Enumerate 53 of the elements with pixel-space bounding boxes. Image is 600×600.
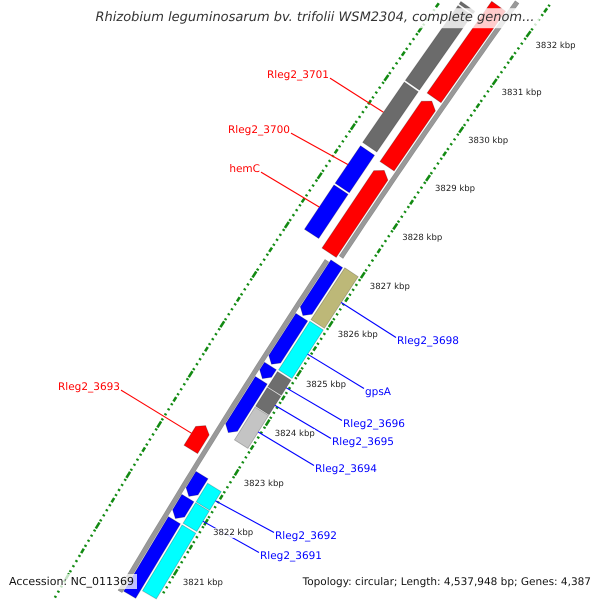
leader-line [340, 302, 396, 338]
leader-line [215, 500, 274, 533]
leader-line [274, 404, 332, 439]
scale-label: 3828 kbp [402, 232, 442, 243]
scale-label: 3829 kbp [435, 184, 476, 195]
gene-block [268, 312, 308, 365]
gene-label: Rleg2_3696 [343, 418, 405, 430]
gene-block [186, 470, 209, 497]
scale-label: 3823 kbp [244, 478, 284, 489]
gene-block [196, 482, 222, 511]
scale-label: 3822 kbp [213, 528, 254, 538]
scale-label: 3821 kbp [182, 578, 223, 588]
scale-label: 3826 kbp [338, 330, 378, 341]
gene-label: Rleg2_3693 [58, 380, 120, 394]
scale-label: 3825 kbp [306, 380, 346, 390]
gene-label: Rleg2_3700 [228, 124, 290, 136]
gene-block [267, 371, 292, 396]
gene-block [182, 502, 210, 532]
scale-label: 3832 kbp [536, 40, 576, 51]
gene-label: Rleg2_3692 [275, 530, 337, 542]
gene-block [321, 170, 388, 258]
gene-label: Rleg2_3691 [260, 550, 322, 562]
gene-block [278, 320, 324, 380]
leader-line [120, 390, 192, 434]
gene-block [255, 387, 282, 416]
gene-label: Rleg2_3694 [315, 462, 377, 476]
gene-label: Rleg2_3695 [332, 436, 394, 448]
accession-text: Accession: NC_011369 [6, 574, 138, 590]
scale-label: 3824 kbp [274, 428, 315, 440]
leader-line [330, 78, 384, 113]
gene-label: gpsA [365, 386, 391, 398]
leader-line [286, 387, 342, 421]
gene-block [310, 267, 359, 329]
gene-block [172, 494, 194, 519]
leader-line [290, 132, 348, 165]
gene-block [259, 362, 277, 380]
gene-block [234, 406, 270, 449]
gene-block [334, 145, 376, 194]
gene-block [304, 184, 349, 240]
scale-label: 3830 kbp [468, 136, 508, 146]
gene-block [225, 376, 268, 434]
gene-block [379, 100, 436, 172]
gene-block [362, 81, 419, 153]
leader-line [260, 172, 320, 208]
scale-label: 3827 kbp [370, 282, 410, 292]
gene-label: Rleg2_3698 [397, 334, 459, 348]
leader-line [307, 354, 364, 389]
gene-block [300, 259, 344, 316]
gene-block [183, 425, 210, 454]
gene-label: hemC [229, 162, 260, 176]
leader-line [258, 432, 314, 466]
gene-label: Rleg2_3701 [267, 68, 329, 82]
scale-label: 3831 kbp [502, 88, 542, 98]
